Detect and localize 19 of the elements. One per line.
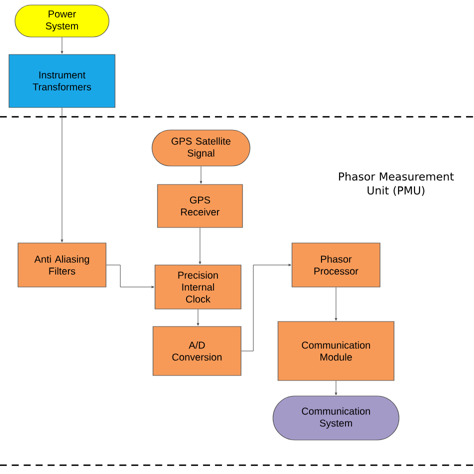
process-box: Instrument Transformers [8, 54, 116, 108]
arrow [196, 309, 200, 326]
arrow [60, 108, 64, 242]
process-box: Communication Module [278, 321, 394, 381]
terminal-pill: Communication System [272, 396, 400, 440]
terminal-pill: GPS Satellite Signal [152, 130, 250, 166]
arrow [200, 166, 202, 184]
arrow [198, 228, 202, 264]
arrow [106, 264, 154, 288]
terminal-pill: Power System [14, 4, 110, 38]
process-box: Precision Internal Clock [154, 264, 242, 310]
process-box: Anti Aliasing Filters [18, 242, 106, 288]
process-box: Phasor Processor [292, 242, 380, 288]
arrow [241, 264, 292, 352]
arrow [60, 37, 64, 54]
arrow [334, 287, 338, 321]
process-box: A/D Conversion [152, 326, 242, 376]
process-box: GPS Receiver [157, 184, 243, 228]
arrow [334, 380, 338, 396]
